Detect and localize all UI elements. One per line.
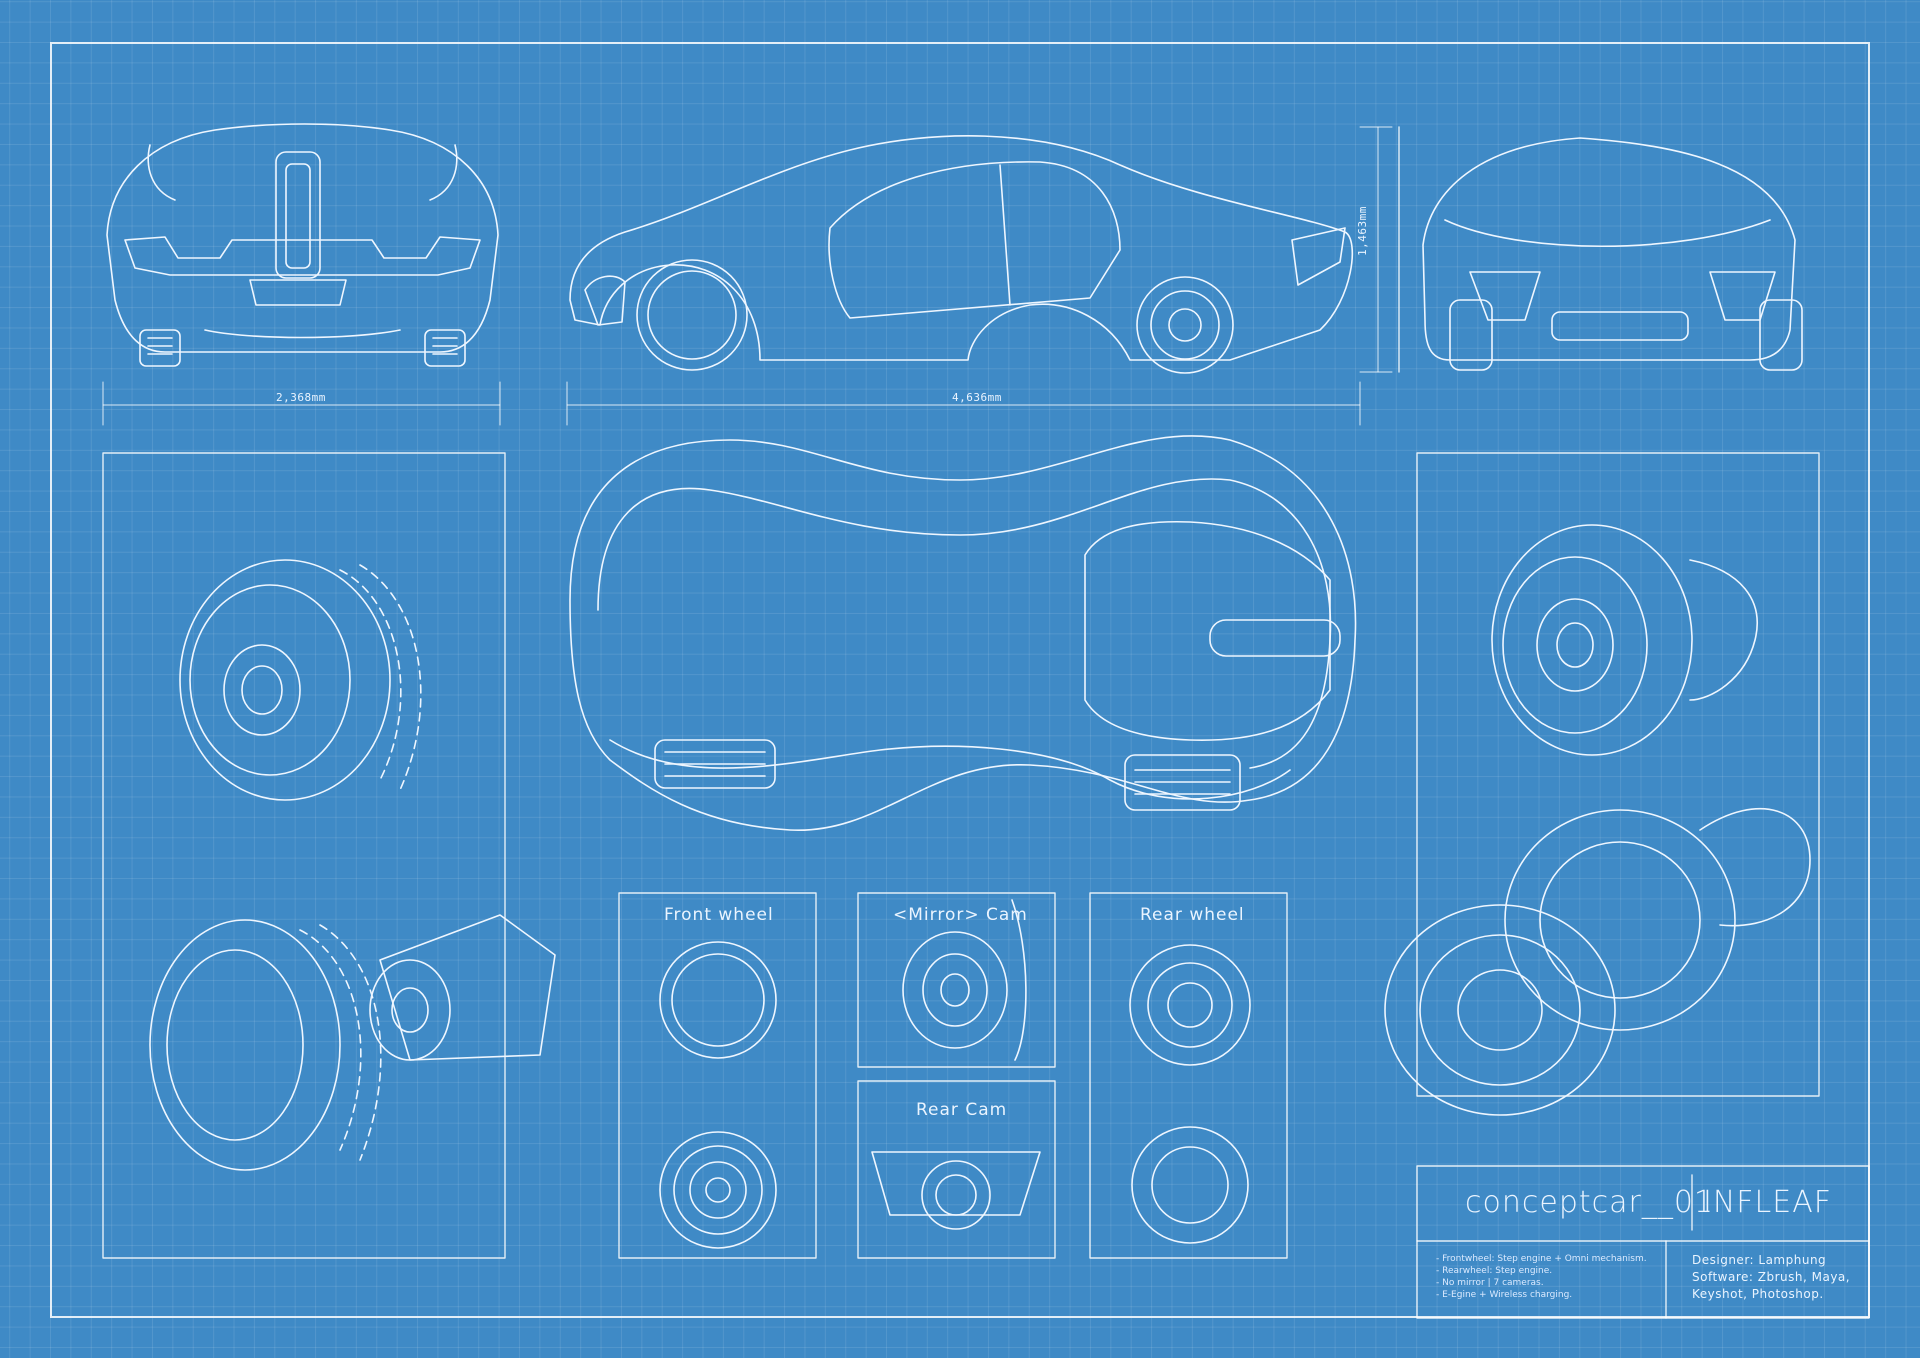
spec-note: - Rearwheel: Step engine. <box>1436 1266 1553 1276</box>
credits: Designer: Lamphung Software: Zbrush, May… <box>1692 1252 1850 1303</box>
detail-panel-drawings <box>659 899 1251 1249</box>
project-name: INFLEAF <box>1703 1185 1832 1220</box>
rear-cam-panel-title: Rear Cam <box>916 1100 1008 1120</box>
width-dimension-label: 2,368mm <box>276 391 326 404</box>
car-side-view <box>569 135 1354 374</box>
spec-notes: - Frontwheel: Step engine + Omni mechani… <box>1436 1253 1647 1301</box>
project-title: conceptcar__01 <box>1465 1185 1715 1220</box>
software-credit: Software: Zbrush, Maya, <box>1692 1270 1851 1284</box>
panel-frames <box>102 126 1870 1319</box>
car-top-view <box>569 435 1357 831</box>
sheet-border <box>50 42 1870 1318</box>
mirror-cam-panel-title: <Mirror> Cam <box>893 905 1028 925</box>
height-dimension-label: 1,463mm <box>1356 206 1369 256</box>
front-wheel-panel-title: Front wheel <box>664 905 774 925</box>
car-back-view <box>106 123 499 367</box>
right-wheel-illustrations <box>1384 524 1811 1116</box>
designer-credit: Designer: Lamphung <box>1692 1253 1827 1267</box>
dimension-lines <box>102 126 1393 426</box>
spec-note: - Frontwheel: Step engine + Omni mechani… <box>1436 1254 1647 1264</box>
length-dimension-label: 4,636mm <box>952 391 1002 404</box>
left-wheel-illustrations <box>149 559 556 1171</box>
software-credit: Keyshot, Photoshop. <box>1692 1287 1824 1301</box>
spec-note: - E-Egine + Wireless charging. <box>1436 1290 1573 1300</box>
car-front-view <box>1422 137 1803 371</box>
rear-wheel-panel-title: Rear wheel <box>1140 905 1245 925</box>
spec-note: - No mirror | 7 cameras. <box>1436 1278 1544 1288</box>
